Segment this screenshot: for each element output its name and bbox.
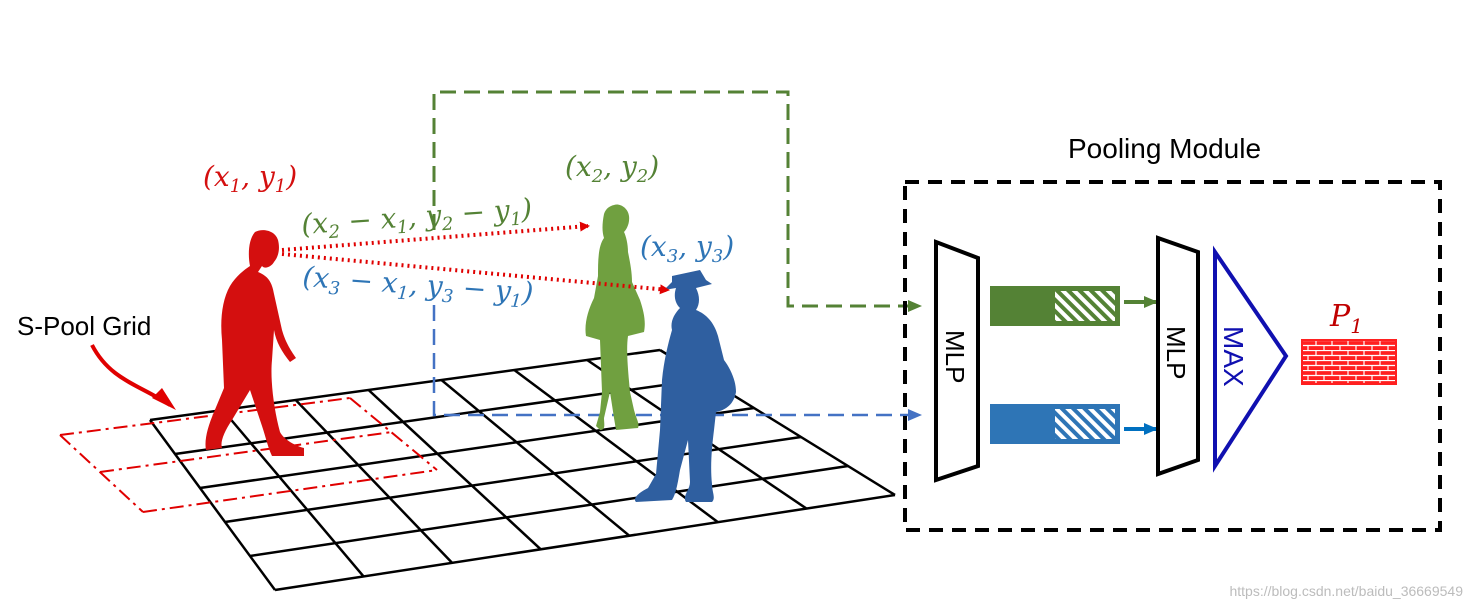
blue-embedding-hatch bbox=[1055, 409, 1115, 439]
coord-label-blue: (x3, y3) bbox=[640, 230, 734, 267]
grid-column-line bbox=[148, 419, 277, 591]
mlp-block-1 bbox=[934, 239, 980, 483]
grid-column-line bbox=[294, 399, 454, 564]
s-pool-region bbox=[59, 397, 438, 513]
relative-arrow-to-blue bbox=[281, 252, 670, 295]
coord-label-red: (x1, y1) bbox=[203, 160, 297, 197]
coord-label-green: (x2, y2) bbox=[565, 150, 659, 187]
pedestrian-green-figure bbox=[585, 204, 645, 430]
grid-row-line bbox=[224, 435, 802, 524]
s-pool-grid-label: S-Pool Grid bbox=[17, 311, 151, 341]
mlp-label-1: MLP bbox=[940, 330, 970, 383]
pedestrian-red-figure bbox=[205, 230, 304, 456]
grid-column-line bbox=[513, 368, 719, 524]
blue-route-line bbox=[432, 305, 922, 421]
watermark: https://blog.csdn.net/baidu_36669549 bbox=[1229, 583, 1463, 599]
relative-label-blue: (x3 − x1, y3 − y1) bbox=[301, 260, 534, 313]
pooling-module-box bbox=[903, 180, 1442, 532]
grid-column-line bbox=[367, 389, 542, 551]
grid-row-line bbox=[249, 464, 849, 558]
max-label: MAX bbox=[1218, 326, 1249, 387]
pedestrian-blue-figure bbox=[634, 270, 736, 502]
mlp-block-2 bbox=[1156, 235, 1200, 477]
pooling-module-title: Pooling Module bbox=[1068, 133, 1261, 164]
grid-column-line bbox=[221, 409, 365, 578]
relative-label-green: (x2 − x1, y2 − y1) bbox=[300, 192, 533, 245]
green-route-line bbox=[432, 90, 922, 312]
s-pool-grid-arrowhead bbox=[152, 388, 176, 410]
grid-row-line bbox=[274, 493, 896, 592]
output-label: P1 bbox=[1329, 299, 1363, 338]
max-pool-block bbox=[1213, 245, 1289, 473]
grid-column-line bbox=[440, 379, 631, 537]
mlp-label-2: MLP bbox=[1161, 326, 1191, 379]
output-tensor bbox=[1301, 339, 1397, 385]
green-embedding-hatch bbox=[1055, 291, 1115, 321]
